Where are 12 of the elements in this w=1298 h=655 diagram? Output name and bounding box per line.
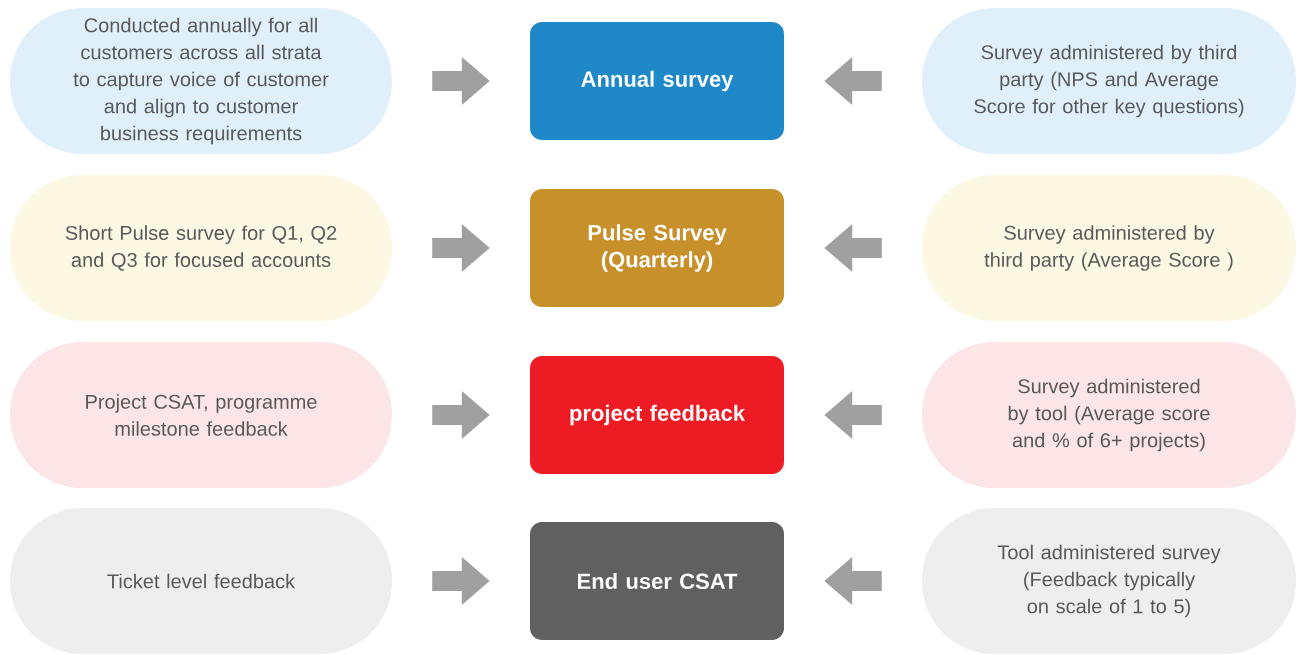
description-pill: Survey administered by third party (Average Score )	[922, 175, 1296, 321]
survey-box: End user CSAT	[530, 522, 784, 640]
survey-box: Annual survey	[530, 22, 784, 140]
description-pill: Short Pulse survey for Q1, Q2 and Q3 for focused accounts	[10, 175, 392, 321]
survey-box: Pulse Survey (Quarterly)	[530, 189, 784, 307]
description-pill: Survey administered by tool (Average score and % of 6+ projects)	[922, 342, 1296, 488]
description-pill: Conducted annually for all customers across all strata to capture voice of customer and align to customer business requirements	[10, 8, 392, 154]
description-pill: Project CSAT, programme milestone feedback	[10, 342, 392, 488]
description-pill: Survey administered by third party (NPS and Average Score for other key questions)	[922, 8, 1296, 154]
description-pill: Ticket level feedback	[10, 508, 392, 654]
survey-box: project feedback	[530, 356, 784, 474]
description-pill: Tool administered survey (Feedback typically on scale of 1 to 5)	[922, 508, 1296, 654]
